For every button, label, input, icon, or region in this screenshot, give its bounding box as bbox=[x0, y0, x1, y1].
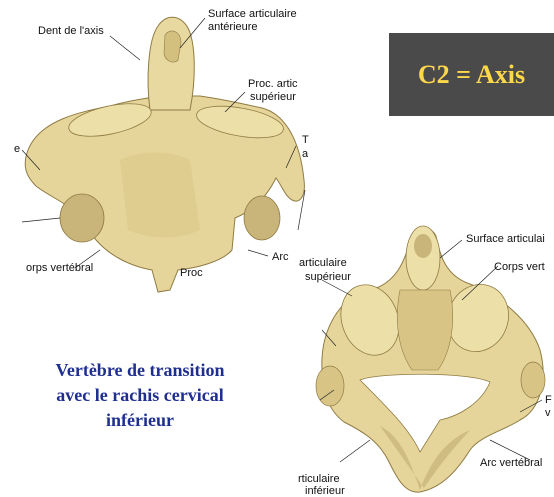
label-t-1: T bbox=[302, 134, 309, 146]
slide-caption: Vertèbre de transition avec le rachis ce… bbox=[28, 358, 252, 433]
label-corps-vert: Corps vert bbox=[494, 261, 545, 273]
label-proc-artic-1: Proc. artic bbox=[248, 78, 298, 90]
label-left-e: e bbox=[14, 143, 20, 155]
label-arc: Arc bbox=[272, 251, 289, 263]
label-corps-vertebral: orps vertébral bbox=[26, 262, 93, 274]
title-box: C2 = Axis bbox=[389, 33, 554, 116]
label-proc-artic-2: supérieur bbox=[250, 91, 296, 103]
label-surface-articulaire-2: antérieure bbox=[208, 21, 258, 33]
label-articulaire-inferieur-2: inférieur bbox=[305, 485, 345, 497]
label-arc-vertebral: Arc vertébral bbox=[480, 457, 542, 469]
label-f-1: F bbox=[545, 394, 552, 406]
caption-line-3: inférieur bbox=[28, 408, 252, 433]
caption-line-1: Vertèbre de transition bbox=[28, 358, 252, 383]
label-dent-de-laxis: Dent de l'axis bbox=[38, 25, 104, 37]
label-t-2: a bbox=[302, 148, 308, 160]
label-articulaire-inferieur-1: rticulaire bbox=[298, 473, 340, 485]
axis-anterior-view bbox=[22, 17, 305, 292]
slide-title: C2 = Axis bbox=[418, 60, 525, 90]
label-f-2: v bbox=[545, 407, 551, 419]
label-proc: Proc bbox=[180, 267, 203, 279]
label-surface-articulaire-1: Surface articulaire bbox=[208, 8, 297, 20]
caption-line-2: avec le rachis cervical bbox=[28, 383, 252, 408]
label-articulaire-superieur-2: supérieur bbox=[305, 271, 351, 283]
label-surface-articulaire-bottom: Surface articulai bbox=[466, 233, 545, 245]
label-articulaire-superieur-1: articulaire bbox=[299, 257, 347, 269]
